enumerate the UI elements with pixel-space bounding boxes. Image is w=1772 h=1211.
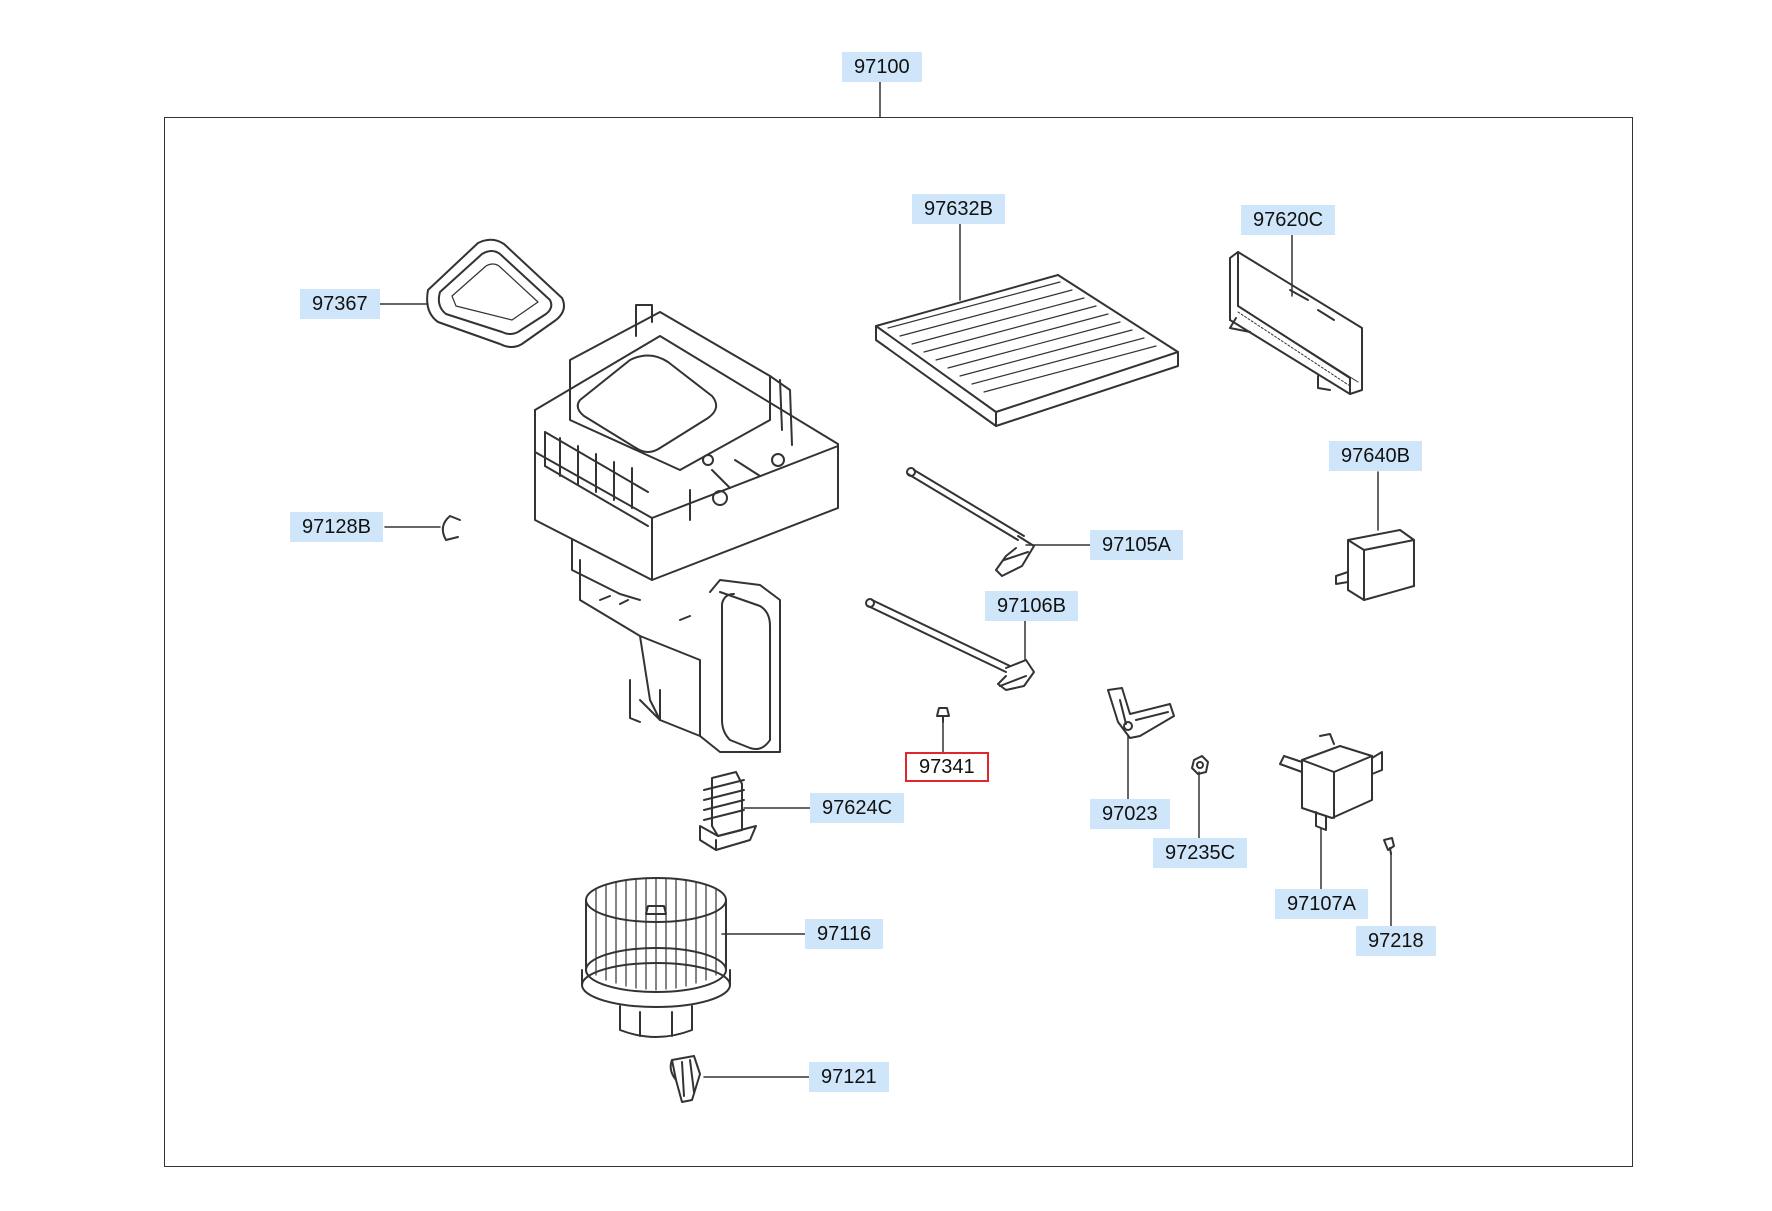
lever-97023-drawing — [1107, 687, 1175, 739]
assembly-frame — [164, 117, 1633, 1167]
screw-97341-drawing — [936, 707, 950, 723]
callout-97367[interactable]: 97367 — [300, 289, 380, 319]
callout-97218[interactable]: 97218 — [1356, 926, 1436, 956]
gasket-97367-drawing — [426, 238, 565, 348]
callout-97107A[interactable]: 97107A — [1275, 889, 1368, 919]
blower-housing-drawing — [534, 304, 839, 753]
callout-97105A[interactable]: 97105A — [1090, 530, 1183, 560]
callout-97624C[interactable]: 97624C — [810, 793, 905, 823]
screw-97218-drawing — [1383, 837, 1395, 855]
rod-97105A-drawing — [906, 467, 1035, 577]
callout-97632B[interactable]: 97632B — [912, 194, 1005, 224]
filter-cover-97620C-drawing — [1229, 251, 1363, 395]
leader-lines — [373, 81, 1392, 1078]
tube-97121-drawing — [669, 1055, 701, 1103]
callout-97128B[interactable]: 97128B — [290, 512, 383, 542]
callout-97023[interactable]: 97023 — [1090, 799, 1170, 829]
callout-97116[interactable]: 97116 — [805, 919, 884, 949]
module-97640B-drawing — [1335, 529, 1415, 601]
resistor-97624C-drawing — [699, 771, 757, 851]
callout-97106B[interactable]: 97106B — [985, 591, 1078, 621]
callout-97121[interactable]: 97121 — [809, 1062, 889, 1092]
clip-97128B-drawing — [441, 515, 461, 541]
callout-97640B[interactable]: 97640B — [1329, 441, 1422, 471]
rod-97106B-drawing — [865, 598, 1035, 691]
callout-97341[interactable]: 97341 — [905, 752, 989, 782]
actuator-97107A-drawing — [1279, 733, 1383, 831]
nut-97235C-drawing — [1191, 755, 1209, 775]
callout-97620C[interactable]: 97620C — [1241, 205, 1336, 235]
callout-97100[interactable]: 97100 — [842, 52, 922, 82]
cabin-filter-97632B-drawing — [875, 274, 1179, 427]
callout-97235C[interactable]: 97235C — [1153, 838, 1248, 868]
blower-fan-97116-drawing — [581, 877, 731, 1038]
